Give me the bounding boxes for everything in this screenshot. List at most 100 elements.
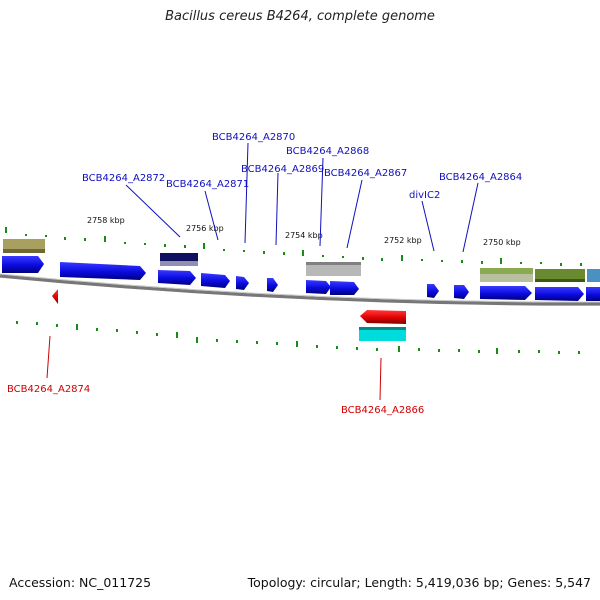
- scale-dot: [580, 263, 582, 266]
- scale-dot: [236, 340, 238, 343]
- scale-dot: [560, 263, 562, 266]
- feature-bar-green-shade: [535, 279, 585, 282]
- forward-scale: [5, 227, 582, 266]
- scale-dot: [578, 351, 580, 354]
- scale-tick: [203, 243, 205, 249]
- tick-label-2756: 2756 kbp: [186, 224, 224, 233]
- scale-dot: [520, 262, 522, 264]
- scale-dot: [124, 242, 126, 244]
- feature-bar-green: [535, 269, 585, 282]
- tick-label-2750: 2750 kbp: [483, 238, 521, 247]
- scale-dot: [418, 348, 420, 351]
- scale-dot: [540, 262, 542, 264]
- scale-tick: [401, 255, 403, 261]
- scale-tick: [176, 332, 178, 338]
- forward-gene-arrow: [330, 281, 359, 295]
- forward-gene-arrow: [236, 276, 249, 290]
- forward-gene-arrow: [480, 286, 532, 300]
- leader-line: [125, 184, 181, 238]
- reverse-scale: [16, 321, 580, 354]
- forward-gene-arrow: [306, 280, 331, 294]
- forward-gene-arrow: [201, 273, 230, 288]
- genome-title: Bacillus cereus B4264, complete genome: [165, 9, 435, 24]
- leader-line: [204, 190, 219, 241]
- forward-gene-arrow: [427, 284, 439, 298]
- genome-summary-text: Topology: circular; Length: 5,419,036 bp…: [247, 575, 591, 590]
- reverse-feature-track: [359, 327, 406, 341]
- gene-label[interactable]: BCB4264_A2874: [7, 384, 90, 395]
- forward-gene-arrow: [267, 278, 278, 292]
- scale-dot: [136, 331, 138, 334]
- reverse-leader-lines: [46, 335, 382, 401]
- scale-dot: [256, 341, 258, 344]
- scale-dot: [336, 346, 338, 349]
- gene-label[interactable]: BCB4264_A2867: [324, 168, 407, 179]
- leader-line: [319, 157, 324, 247]
- leader-line: [244, 142, 249, 244]
- scale-dot: [376, 348, 378, 351]
- feature-bar-cyan-shade: [359, 327, 406, 330]
- scale-dot: [478, 350, 480, 353]
- scale-dot: [243, 250, 245, 252]
- gene-label[interactable]: BCB4264_A2872: [82, 173, 165, 184]
- scale-dot: [518, 350, 520, 353]
- forward-feature-track: [3, 239, 600, 282]
- gene-label[interactable]: BCB4264_A2869: [241, 164, 324, 175]
- genome-backbone-highlight: [0, 273, 600, 303]
- scale-dot: [16, 321, 18, 324]
- leader-line: [462, 182, 479, 253]
- scale-dot: [362, 257, 364, 260]
- feature-bar-grey-shade: [306, 262, 361, 265]
- forward-gene-arrow: [586, 287, 600, 301]
- feature-bar-olive-shade: [3, 249, 45, 253]
- forward-leader-lines: [125, 142, 479, 253]
- gene-label[interactable]: BCB4264_A2871: [166, 179, 249, 190]
- scale-dot: [276, 342, 278, 345]
- scale-dot: [184, 245, 186, 248]
- gene-label[interactable]: BCB4264_A2870: [212, 132, 295, 143]
- leader-line: [275, 172, 279, 246]
- scale-dot: [45, 235, 47, 237]
- forward-gene-arrow: [535, 287, 584, 301]
- scale-tick: [104, 236, 106, 242]
- scale-tick: [5, 227, 7, 233]
- scale-dot: [461, 260, 463, 263]
- scale-dot: [481, 261, 483, 264]
- scale-dot: [84, 238, 86, 241]
- scale-dot: [342, 256, 344, 258]
- scale-tick: [496, 348, 498, 354]
- scale-dot: [356, 347, 358, 350]
- gene-label[interactable]: divIC2: [409, 190, 440, 201]
- feature-bar-green-light-shade: [480, 274, 533, 282]
- tick-label-2758: 2758 kbp: [87, 216, 125, 225]
- forward-gene-arrow: [2, 256, 44, 273]
- leader-line: [421, 200, 435, 252]
- gene-label[interactable]: BCB4264_A2868: [286, 146, 369, 157]
- scale-dot: [216, 339, 218, 342]
- scale-dot: [164, 244, 166, 247]
- scale-dot: [223, 249, 225, 251]
- scale-dot: [144, 243, 146, 245]
- forward-gene-arrow: [454, 285, 469, 299]
- scale-dot: [56, 324, 58, 327]
- scale-dot: [36, 322, 38, 325]
- gene-label[interactable]: BCB4264_A2864: [439, 172, 522, 183]
- scale-dot: [116, 329, 118, 332]
- feature-bar-navy-shade: [160, 261, 198, 266]
- scale-dot: [458, 349, 460, 352]
- scale-dot: [283, 252, 285, 255]
- scale-dot: [438, 349, 440, 352]
- forward-gene-arrow: [60, 262, 146, 280]
- leader-line: [346, 179, 363, 249]
- reverse-genes: [52, 289, 406, 324]
- genome-backbone: [0, 274, 600, 306]
- feature-bar-navy: [160, 253, 198, 261]
- scale-dot: [156, 333, 158, 336]
- scale-dot: [64, 237, 66, 240]
- scale-dot: [421, 259, 423, 261]
- reverse-gene-arrow: [52, 289, 58, 304]
- gene-label[interactable]: BCB4264_A2866: [341, 405, 424, 416]
- scale-tick: [76, 324, 78, 330]
- scale-dot: [316, 345, 318, 348]
